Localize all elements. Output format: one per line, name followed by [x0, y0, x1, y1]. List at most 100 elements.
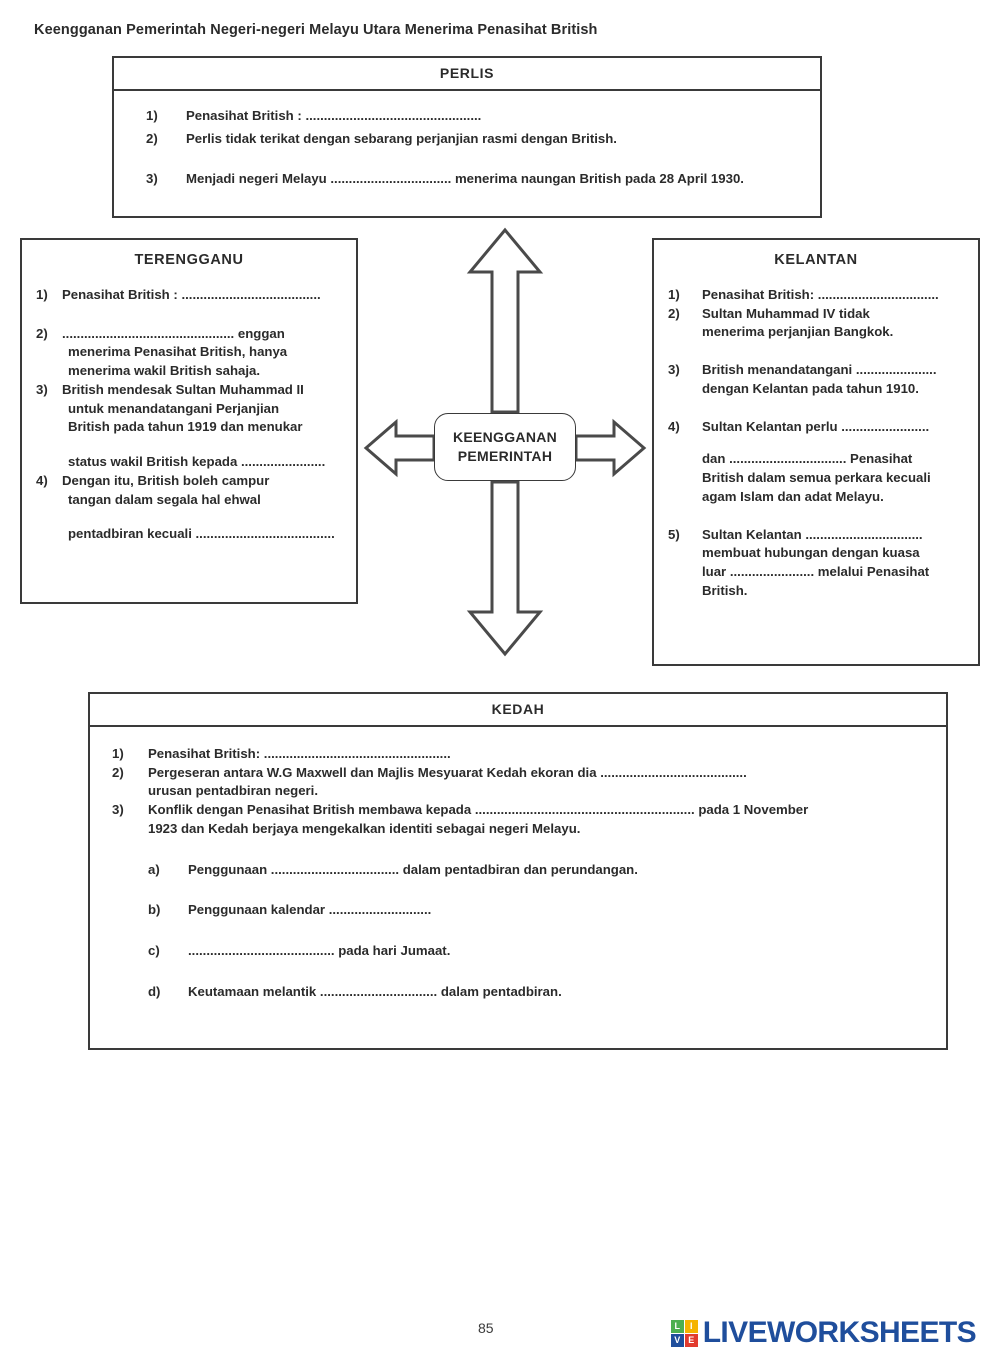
logo-tile-e: E	[684, 1333, 698, 1347]
list-item-number: 3)	[112, 802, 124, 818]
spacer	[668, 399, 968, 418]
spacer	[668, 507, 968, 526]
perlis-header: PERLIS	[114, 58, 820, 91]
list-item-continuation: luar ....................... melalui Pen…	[702, 564, 930, 580]
kedah-body: 1) Penasihat British: ..................…	[90, 727, 946, 1002]
list-item-number: 3)	[36, 381, 48, 397]
list-item-text: Penasihat British : ....................…	[186, 108, 482, 123]
center-node: KEENGGANAN PEMERINTAH	[434, 413, 576, 481]
list-item-number: 4)	[668, 418, 680, 434]
center-node-line2: PEMERINTAH	[457, 448, 553, 464]
list-item-continuation: untuk menandatangani Perjanjian	[68, 400, 280, 416]
sub-list-item-text: Penggunaan kalendar ....................…	[188, 902, 432, 918]
sub-list-item-text: Keutamaan melantik .....................…	[188, 983, 562, 999]
arrow-left-icon	[362, 418, 438, 478]
list-item: 4) Dengan itu, British boleh campur	[30, 472, 342, 491]
liveworksheets-wordmark: LIVEWORKSHEETS	[702, 1316, 977, 1349]
spacer	[30, 509, 342, 525]
spacer	[112, 879, 924, 901]
sub-list-item: b) Penggunaan kalendar .................…	[112, 901, 924, 920]
list-item-text: Perlis tidak terikat dengan sebarang per…	[186, 130, 617, 146]
center-node-line1: KEENGGANAN	[452, 429, 558, 446]
logo-tile-l: L	[670, 1319, 684, 1333]
kelantan-box: KELANTAN 1) Penasihat British: .........…	[652, 238, 980, 666]
spacer	[668, 436, 968, 450]
list-item-text: Konflik dengan Penasihat British membawa…	[148, 802, 809, 818]
perlis-box: PERLIS 1) Penasihat British : ..........…	[112, 56, 822, 218]
liveworksheets-logo-tiles: L I V E	[670, 1319, 698, 1347]
list-item-text: Penasihat British : ....................…	[62, 287, 321, 302]
page-number: 85	[478, 1320, 494, 1336]
list-item-continuation: menerima Penasihat British, hanya	[68, 344, 288, 360]
list-item-text: Sultan Muhammad IV tidak	[702, 305, 870, 321]
kelantan-body: 1) Penasihat British: ..................…	[654, 268, 978, 601]
sub-list-item-text: ........................................…	[188, 943, 451, 959]
list-item-number: 1)	[668, 287, 680, 302]
perlis-body: 1) Penasihat British : .................…	[114, 91, 820, 189]
list-item-text: Sultan Kelantan perlu ..................…	[702, 418, 930, 434]
list-item-number: 5)	[668, 526, 680, 542]
list-item: 1) Penasihat British : .................…	[30, 286, 342, 305]
kelantan-header: KELANTAN	[774, 252, 858, 268]
list-item-continuation: status wakil British kepada ............…	[68, 454, 326, 470]
sub-list-item: a) Penggunaan ..........................…	[112, 861, 924, 880]
logo-tile-v: V	[670, 1333, 684, 1347]
list-item: 5) Sultan Kelantan .....................…	[668, 526, 968, 545]
arrow-up-icon	[466, 226, 544, 416]
list-item-text: ........................................…	[62, 325, 285, 341]
list-item-number: 2)	[668, 305, 680, 321]
list-item: 1) Penasihat British: ..................…	[112, 745, 924, 764]
list-item: 3) Menjadi negeri Melayu ...............…	[114, 170, 820, 189]
sub-list-item: c) .....................................…	[112, 942, 924, 961]
sub-list-item-number: d)	[148, 983, 161, 999]
list-item-continuation: dengan Kelantan pada tahun 1910.	[702, 380, 919, 396]
list-item: 1) Penasihat British: ..................…	[668, 286, 968, 305]
arrow-right-icon	[572, 418, 648, 478]
list-item-text: Dengan itu, British boleh campur	[62, 472, 270, 488]
sub-list-item-number: b)	[148, 902, 161, 918]
kedah-header: KEDAH	[90, 694, 946, 727]
list-item-text: Pergeseran antara W.G Maxwell dan Majlis…	[148, 764, 747, 780]
terengganu-body: 1) Penasihat British : .................…	[22, 268, 356, 544]
list-item-continuation: British pada tahun 1919 dan menukar	[68, 419, 303, 435]
list-item-number: 2)	[112, 764, 124, 780]
list-item-number: 3)	[146, 171, 158, 187]
list-item-continuation: British.	[702, 582, 748, 598]
list-item-continuation: 1923 dan Kedah berjaya mengekalkan ident…	[148, 820, 581, 836]
list-item-number: 1)	[112, 746, 124, 761]
list-item: 3) Konflik dengan Penasihat British memb…	[112, 801, 924, 820]
sub-list-item-number: c)	[148, 943, 160, 959]
spacer	[112, 920, 924, 942]
list-item: 2) Perlis tidak terikat dengan sebarang …	[114, 130, 820, 149]
list-item-continuation: agam Islam dan adat Melayu.	[702, 488, 884, 504]
list-item-number: 3)	[668, 362, 680, 378]
logo-tile-i: I	[684, 1319, 698, 1333]
list-item-text: British mendesak Sultan Muhammad II	[62, 381, 304, 397]
sub-list-item: d) Keutamaan melantik ..................…	[112, 983, 924, 1002]
spacer	[30, 437, 342, 453]
page-title: Keengganan Pemerintah Negeri-negeri Mela…	[34, 22, 598, 38]
list-item-continuation: dan ................................ Pen…	[702, 451, 913, 467]
list-item-text: Menjadi negeri Melayu ..................…	[186, 171, 744, 187]
list-item-continuation: pentadbiran kecuali ....................…	[68, 526, 335, 542]
list-item-continuation: tangan dalam segala hal ehwal	[68, 491, 261, 507]
liveworksheets-logo: L I V E LIVEWORKSHEETS	[670, 1316, 977, 1350]
list-item-continuation: urusan pentadbiran negeri.	[148, 783, 319, 799]
spacer	[112, 961, 924, 983]
list-item-continuation: menerima wakil British sahaja.	[68, 363, 261, 379]
terengganu-box: TERENGGANU 1) Penasihat British : ......…	[20, 238, 358, 604]
list-item: 4) Sultan Kelantan perlu ...............…	[668, 418, 968, 437]
list-item: 2) .....................................…	[30, 325, 342, 344]
terengganu-header: TERENGGANU	[134, 252, 244, 268]
list-item: 1) Penasihat British : .................…	[114, 107, 820, 126]
list-item-text: Penasihat British: .....................…	[148, 746, 451, 761]
spacer	[30, 305, 342, 325]
list-item: 2) Pergeseran antara W.G Maxwell dan Maj…	[112, 764, 924, 783]
sub-list-item-text: Penggunaan .............................…	[188, 861, 638, 877]
list-item-continuation: menerima perjanjian Bangkok.	[702, 324, 894, 340]
list-item-text: Sultan Kelantan ........................…	[702, 526, 923, 542]
list-item-text: British menandatangani .................…	[702, 362, 937, 378]
arrow-down-icon	[466, 478, 544, 658]
list-item-text: Penasihat British: .....................…	[702, 287, 939, 302]
kedah-box: KEDAH 1) Penasihat British: ............…	[88, 692, 948, 1050]
